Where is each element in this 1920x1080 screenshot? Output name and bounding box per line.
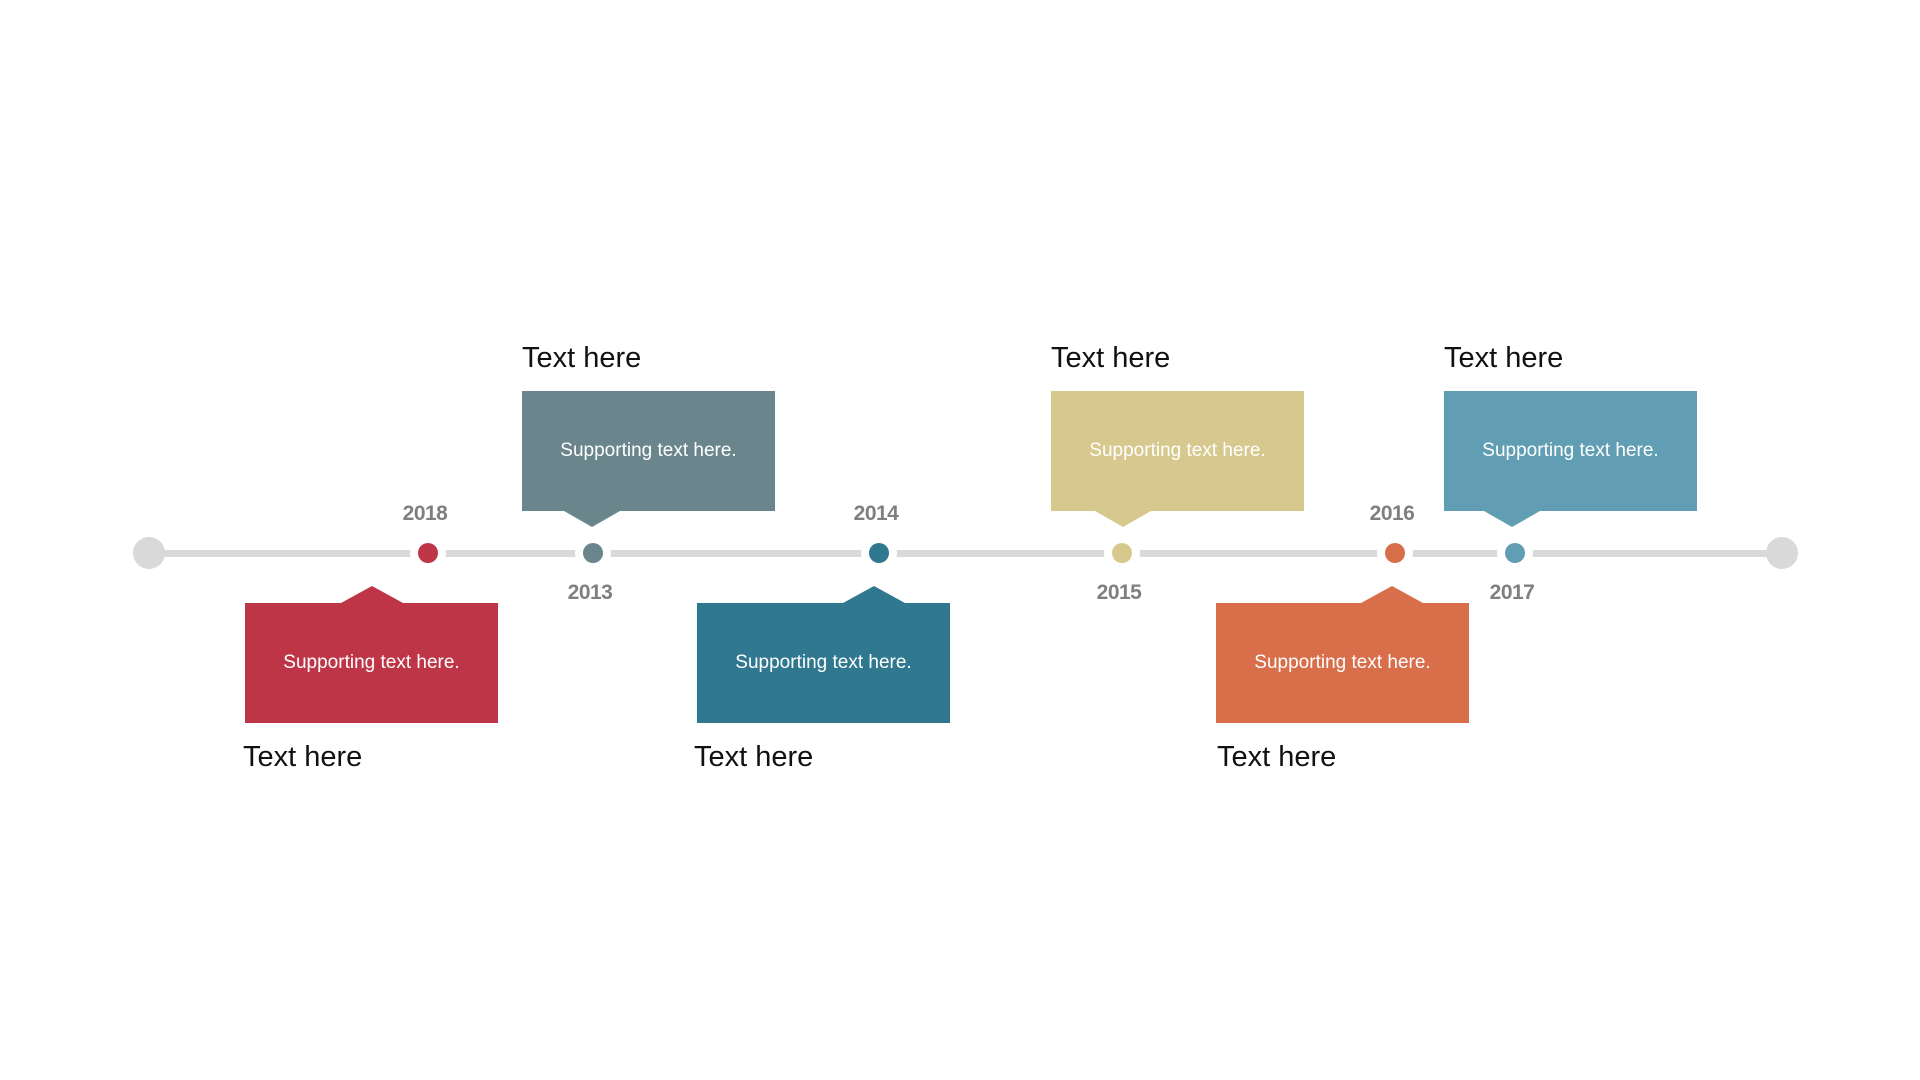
callout-pointer [341, 586, 403, 603]
milestone-marker [1505, 543, 1525, 563]
milestone-marker [1112, 543, 1132, 563]
callout-pointer [843, 586, 905, 603]
timeline-start-cap [133, 537, 165, 569]
milestone-year: 2014 [853, 502, 899, 525]
milestone-heading: Text here [1217, 741, 1337, 773]
timeline-line [149, 549, 1782, 557]
milestone-marker [869, 543, 889, 563]
milestone-supporting-text: Supporting text here. [1482, 440, 1659, 461]
milestone-year: 2018 [402, 502, 448, 525]
callout-pointer [1484, 511, 1540, 527]
milestone-year: 2013 [567, 581, 613, 604]
milestone-supporting-text: Supporting text here. [735, 652, 912, 673]
milestone-heading: Text here [1444, 342, 1564, 374]
milestone-year: 2016 [1369, 502, 1415, 525]
milestone-callout: Supporting text here. [245, 586, 498, 723]
milestone-callout: Supporting text here. [522, 391, 775, 527]
milestone-supporting-text: Supporting text here. [283, 652, 460, 673]
milestone-marker [1385, 543, 1405, 563]
milestone-heading: Text here [1051, 342, 1171, 374]
milestone-supporting-text: Supporting text here. [1254, 652, 1431, 673]
timeline-end-cap [1766, 537, 1798, 569]
callout-pointer [1095, 511, 1151, 527]
milestone-year: 2015 [1096, 581, 1142, 604]
milestone-year: 2017 [1489, 581, 1535, 604]
milestone-marker [418, 543, 438, 563]
callout-pointer [564, 511, 620, 527]
milestone-supporting-text: Supporting text here. [1089, 440, 1266, 461]
milestone-heading: Text here [522, 342, 642, 374]
milestone-heading: Text here [694, 741, 814, 773]
milestone-callout: Supporting text here. [1051, 391, 1304, 527]
milestone-supporting-text: Supporting text here. [560, 440, 737, 461]
milestone-marker [583, 543, 603, 563]
milestone-heading: Text here [243, 741, 363, 773]
callout-pointer [1361, 586, 1423, 603]
milestone-callout: Supporting text here. [697, 586, 950, 723]
milestone-callout: Supporting text here. [1444, 391, 1697, 527]
milestone-callout: Supporting text here. [1216, 586, 1469, 723]
